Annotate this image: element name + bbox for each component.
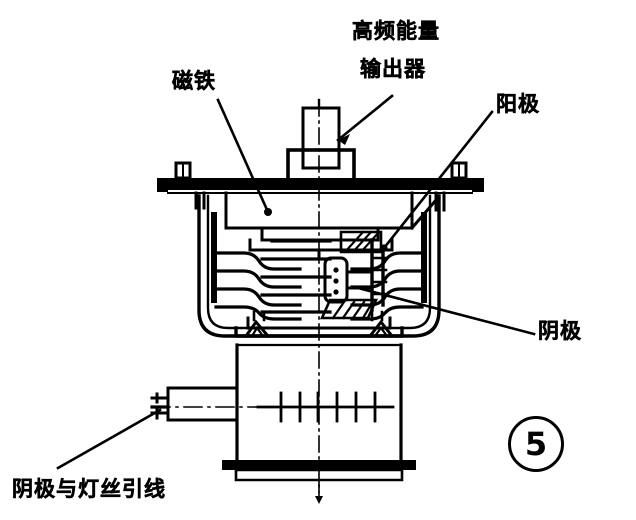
filament-coil xyxy=(256,391,395,423)
figure-number-text: 5 xyxy=(524,425,548,463)
figure-number-badge: 5 xyxy=(508,416,564,472)
cooling-fins xyxy=(350,251,424,321)
cooling-fins xyxy=(214,239,332,321)
base-flange xyxy=(222,460,416,504)
lower-support-shelf xyxy=(234,310,404,339)
figure-number-circle xyxy=(508,416,564,472)
filament-terminal-box xyxy=(150,386,259,422)
callout-label-output-device: 输出器 xyxy=(360,57,426,81)
lower-cylinder xyxy=(235,343,403,465)
callout-label-hf-energy: 高频能量 xyxy=(352,19,440,43)
callout-label-magnet: 磁铁 xyxy=(172,69,216,93)
callout-label-anode: 阳极 xyxy=(496,92,540,116)
callout-label-cathode-filament-lead: 阴极与灯丝引线 xyxy=(12,477,166,501)
cathode-assembly xyxy=(317,250,379,320)
callout-leaders xyxy=(56,94,536,470)
mounting-flange xyxy=(157,161,484,212)
callout-label-cathode: 阴极 xyxy=(538,319,582,343)
